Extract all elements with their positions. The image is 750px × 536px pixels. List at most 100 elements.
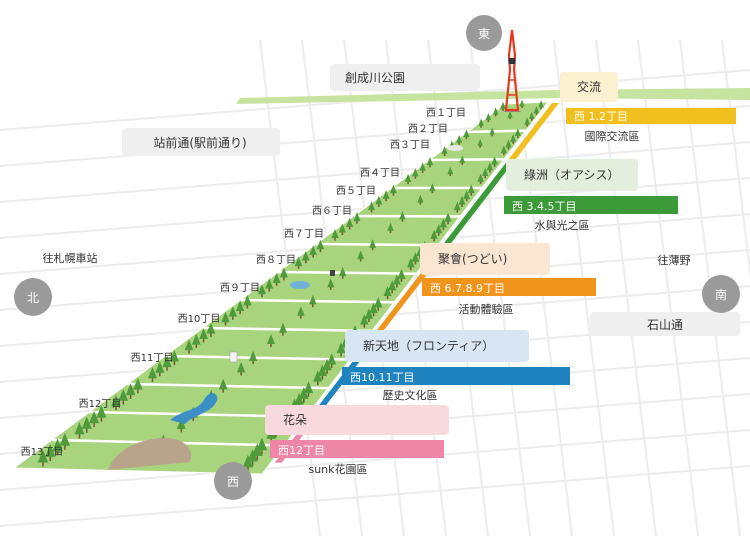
tree-icon bbox=[447, 166, 454, 177]
plaza-icon bbox=[447, 145, 463, 151]
sosei-river-park-strip bbox=[236, 90, 560, 104]
tree-icon bbox=[510, 133, 517, 144]
tree-icon bbox=[272, 272, 281, 286]
fountain-icon bbox=[290, 281, 310, 289]
area-zone: sunk花園區 bbox=[308, 463, 367, 476]
tree-icon bbox=[382, 190, 390, 202]
tree-icon bbox=[533, 105, 540, 115]
tree-icon bbox=[507, 110, 513, 120]
area-zone: 歷史文化區 bbox=[383, 388, 438, 402]
compass-south: 南 bbox=[702, 275, 740, 313]
block-label: 西９丁目 bbox=[220, 283, 260, 294]
tree-icon bbox=[375, 195, 383, 207]
area-range: 西 6.7.8.9丁目 bbox=[430, 282, 505, 295]
compass-west: 西 bbox=[214, 462, 252, 500]
tree-icon bbox=[528, 111, 535, 121]
ishiyama-street-label: 石山通 bbox=[590, 312, 740, 336]
tree-icon bbox=[221, 311, 230, 326]
tower-frame bbox=[504, 29, 520, 112]
tree-icon bbox=[426, 156, 434, 168]
block-divider bbox=[467, 129, 527, 134]
tree-icon bbox=[147, 366, 158, 382]
tree-icon bbox=[383, 285, 392, 299]
street-line bbox=[0, 465, 750, 527]
tree-icon bbox=[467, 184, 475, 196]
area-range-bar bbox=[566, 108, 736, 124]
block-label: 西２丁目 bbox=[408, 124, 448, 135]
tree-icon bbox=[353, 212, 361, 224]
tree-icon bbox=[162, 355, 172, 371]
area-range-bar bbox=[270, 440, 444, 458]
compass-south-text: 南 bbox=[715, 287, 727, 302]
ishiyama-street-text: 石山通 bbox=[647, 318, 683, 332]
area-range-bar bbox=[342, 367, 570, 385]
tree-icon bbox=[430, 229, 438, 242]
tree-icon bbox=[302, 250, 310, 264]
area-tag bbox=[506, 159, 638, 191]
block-divider bbox=[240, 298, 395, 304]
tree-icon bbox=[236, 362, 246, 376]
tree-icon bbox=[125, 383, 136, 399]
tree-icon bbox=[491, 156, 498, 167]
tree-icon bbox=[492, 107, 499, 117]
tree-icon bbox=[519, 99, 525, 108]
tree-icon bbox=[369, 239, 377, 251]
tree-icon bbox=[458, 195, 466, 207]
block-label: 西７丁目 bbox=[284, 229, 324, 240]
tree-icon bbox=[387, 222, 394, 234]
street-line bbox=[0, 141, 750, 203]
block-labels: 西１丁目西２丁目西３丁目西４丁目西５丁目西６丁目西７丁目西８丁目西９丁目西10丁… bbox=[21, 108, 466, 458]
tree-icon bbox=[118, 388, 129, 405]
tree-icon bbox=[316, 239, 325, 253]
tree-icon bbox=[309, 245, 317, 258]
tree-icon bbox=[338, 223, 346, 236]
block-label: 西４丁目 bbox=[360, 168, 400, 179]
tree-icon bbox=[412, 168, 419, 179]
block-label: 西５丁目 bbox=[336, 186, 376, 197]
area-name: 新天地（フロンティア） bbox=[363, 338, 494, 353]
block-divider bbox=[202, 326, 373, 333]
tree-icon bbox=[477, 138, 483, 148]
tree-icon bbox=[133, 377, 143, 394]
tree-icon bbox=[243, 294, 252, 309]
tree-icon bbox=[368, 201, 375, 213]
tree-icon bbox=[267, 334, 275, 347]
tree-icon bbox=[327, 278, 335, 291]
tree-icon bbox=[360, 314, 369, 328]
tree-icon bbox=[256, 437, 268, 455]
area-range: 西10.11丁目 bbox=[350, 371, 415, 384]
tree-icon bbox=[184, 339, 194, 354]
block-divider bbox=[127, 382, 329, 390]
tree-icon bbox=[453, 201, 461, 213]
block-label: 西８丁目 bbox=[256, 255, 296, 266]
compass-north: 北 bbox=[14, 278, 52, 316]
area-range: 西 3.4.5丁目 bbox=[512, 200, 577, 213]
tree-icon bbox=[505, 139, 512, 150]
area-zone: 國際交流區 bbox=[585, 129, 640, 143]
tree-icon bbox=[500, 101, 506, 111]
tree-icon bbox=[74, 422, 85, 439]
sapporo-station-label: 往札幌車站 bbox=[43, 251, 98, 265]
tree-icon bbox=[111, 394, 121, 411]
tree-icon bbox=[411, 252, 420, 265]
tree-icon bbox=[524, 117, 530, 127]
block-label: 西13丁目 bbox=[21, 447, 64, 458]
tree-icon bbox=[486, 162, 494, 173]
tree-icon bbox=[278, 322, 287, 336]
area-range: 西12丁目 bbox=[278, 444, 325, 457]
tree-icon bbox=[45, 444, 56, 462]
tree-icon bbox=[514, 128, 521, 139]
tree-icon bbox=[81, 416, 92, 433]
tree-icon bbox=[248, 350, 258, 365]
tree-icon bbox=[265, 278, 274, 292]
block-label: 西12丁目 bbox=[79, 399, 122, 410]
tree-icon bbox=[429, 183, 436, 194]
tree-icon bbox=[399, 211, 406, 222]
area-tag bbox=[420, 243, 550, 275]
tree-icon bbox=[374, 296, 383, 311]
tree-icon bbox=[435, 224, 443, 236]
tree-icon bbox=[388, 280, 397, 294]
tree-icon bbox=[228, 306, 238, 320]
